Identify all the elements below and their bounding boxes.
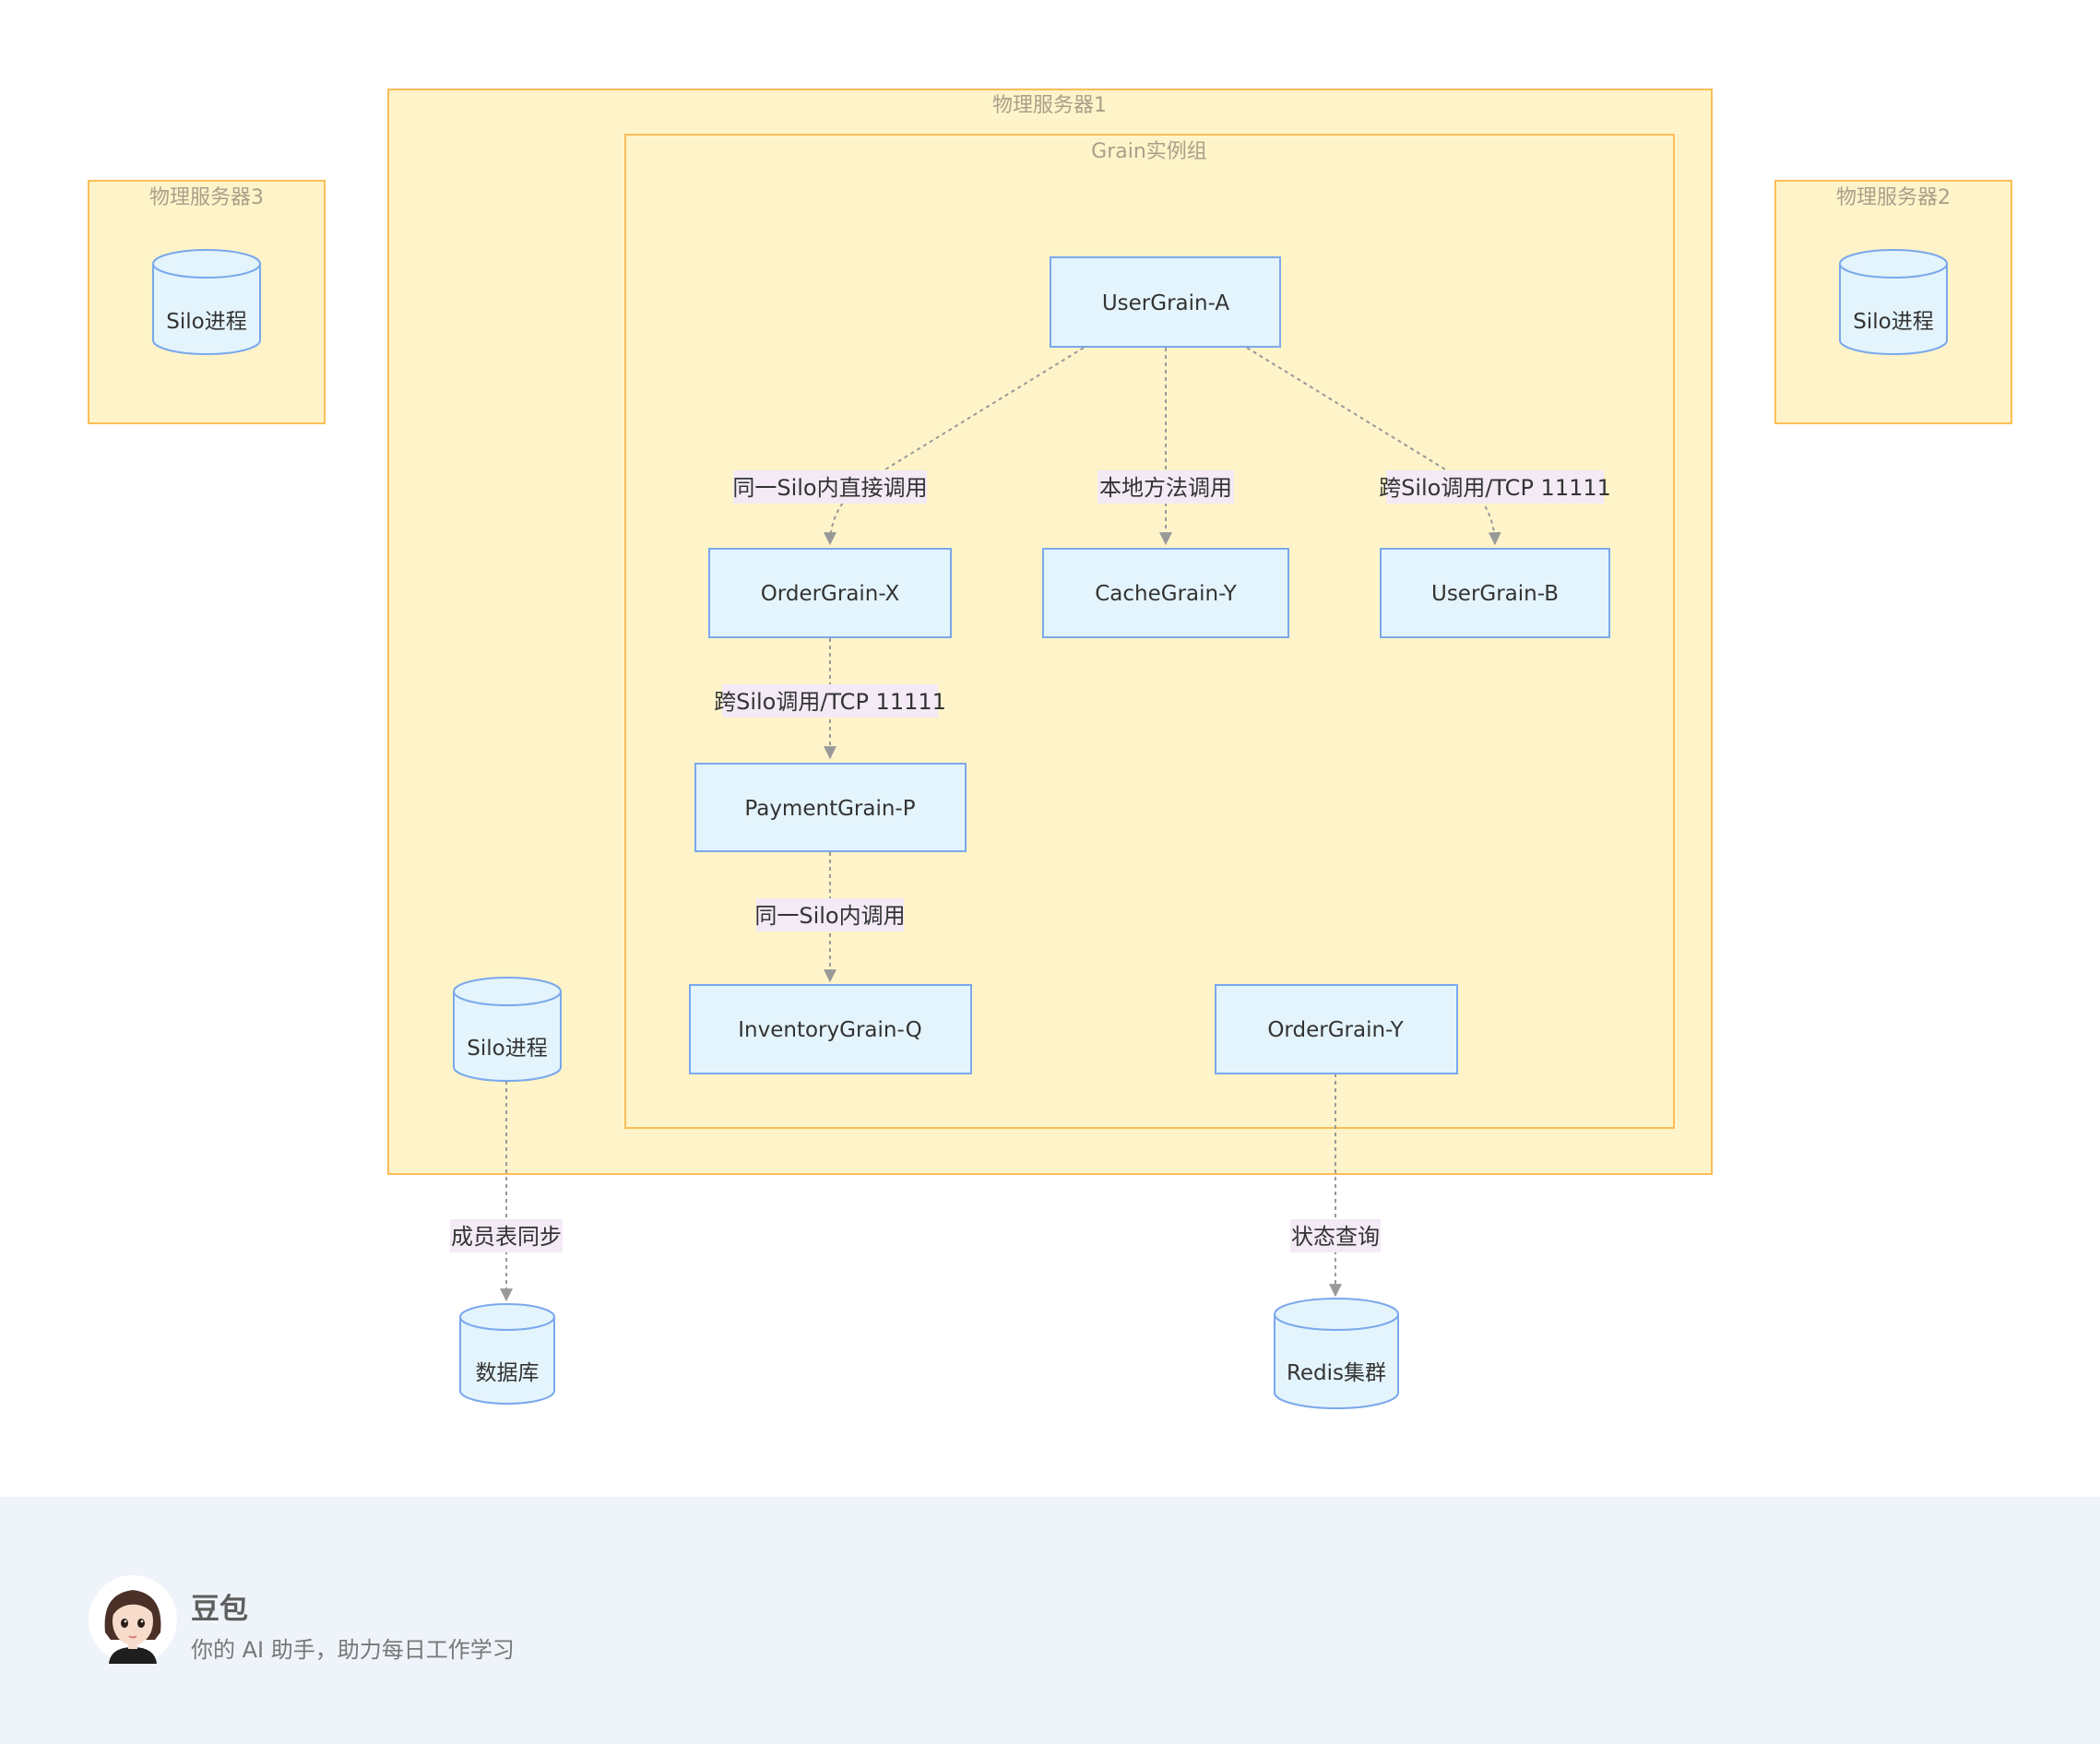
node-order-grain-x[interactable]: OrderGrain-X [708,548,952,638]
svg-text:OrderGrain-Y: OrderGrain-Y [1267,1018,1404,1042]
svg-text:同一Silo内调用: 同一Silo内调用 [754,903,905,929]
architecture-diagram: 物理服务器3 物理服务器1 Grain实例组 物理服务器2 同一Silo内直接调… [88,89,2012,1409]
node-database[interactable]: 数据库 [459,1303,555,1405]
grain-nodes: UserGrain-A OrderGrain-X CacheGrain-Y Us… [689,256,1610,1074]
edge-label-a-to-cache: 本地方法调用 [1097,470,1234,504]
svg-text:UserGrain-B: UserGrain-B [1431,582,1559,606]
node-order-grain-y[interactable]: OrderGrain-Y [1215,984,1458,1074]
svg-text:跨Silo调用/TCP 11111: 跨Silo调用/TCP 11111 [1379,475,1611,501]
cylinder-nodes: Silo进程 Silo进程 Silo进程 数据库 Redis集群 [152,249,1948,1409]
node-silo-process-server-3[interactable]: Silo进程 [152,249,261,355]
node-user-grain-b[interactable]: UserGrain-B [1380,548,1610,638]
node-silo-process-server-1[interactable]: Silo进程 [453,977,562,1082]
node-cache-grain-y[interactable]: CacheGrain-Y [1042,548,1289,638]
svg-text:Silo进程: Silo进程 [467,1037,547,1061]
node-inventory-grain-q[interactable]: InventoryGrain-Q [689,984,972,1074]
svg-text:跨Silo调用/TCP 11111: 跨Silo调用/TCP 11111 [714,689,946,715]
node-redis-cluster[interactable]: Redis集群 [1274,1298,1399,1409]
svg-text:OrderGrain-X: OrderGrain-X [761,582,900,606]
svg-text:同一Silo内直接调用: 同一Silo内直接调用 [732,475,927,501]
svg-text:Silo进程: Silo进程 [1853,310,1933,334]
svg-text:本地方法调用: 本地方法调用 [1099,475,1232,501]
edge-label-y-to-redis: 状态查询 [1290,1219,1381,1252]
brand-tagline: 你的 AI 助手，助力每日工作学习 [191,1637,515,1663]
node-silo-process-server-2[interactable]: Silo进程 [1839,249,1948,355]
edge-label-a-to-x: 同一Silo内直接调用 [732,470,928,504]
svg-text:数据库: 数据库 [476,1361,540,1385]
brand-name: 豆包 [191,1593,248,1626]
svg-text:PaymentGrain-P: PaymentGrain-P [744,797,915,821]
edge-label-a-to-b: 跨Silo调用/TCP 11111 [1379,470,1611,504]
edge-label-x-to-p: 跨Silo调用/TCP 11111 [714,684,946,718]
group-title-grain-group: Grain实例组 [1091,140,1207,163]
edge-labels: 同一Silo内直接调用 本地方法调用 跨Silo调用/TCP 11111 跨Si… [450,470,1611,1252]
svg-text:Silo进程: Silo进程 [166,310,246,334]
group-title-server-2: 物理服务器2 [1836,186,1951,209]
group-title-server-3: 物理服务器3 [149,186,264,209]
svg-text:成员表同步: 成员表同步 [451,1224,562,1250]
node-user-grain-a[interactable]: UserGrain-A [1050,256,1281,348]
edge-label-p-to-q: 同一Silo内调用 [754,898,906,931]
svg-text:状态查询: 状态查询 [1291,1224,1380,1250]
svg-text:UserGrain-A: UserGrain-A [1102,291,1230,315]
node-payment-grain-p[interactable]: PaymentGrain-P [694,763,967,852]
svg-text:InventoryGrain-Q: InventoryGrain-Q [738,1018,921,1042]
edge-label-silo-to-db: 成员表同步 [450,1219,563,1252]
group-title-server-1: 物理服务器1 [992,94,1107,117]
svg-text:Redis集群: Redis集群 [1287,1361,1386,1385]
svg-text:CacheGrain-Y: CacheGrain-Y [1095,582,1237,606]
assistant-avatar-icon [89,1575,177,1664]
footer-bar [0,1497,2100,1744]
